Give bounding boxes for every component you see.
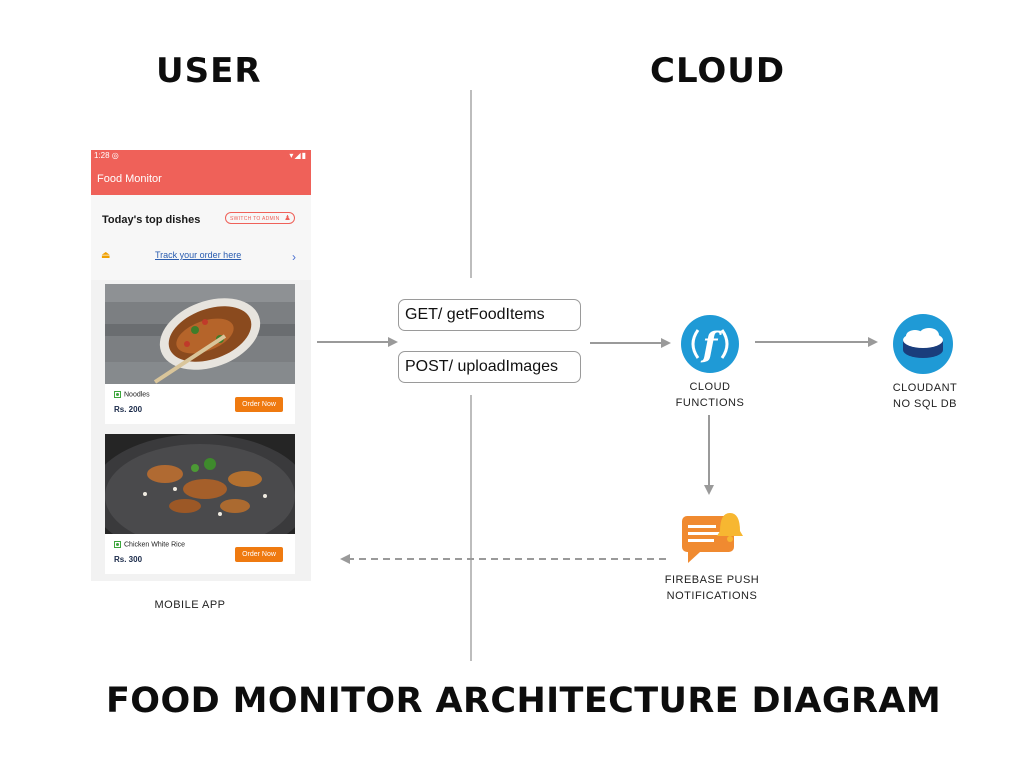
status-time: 1:28 ◎ xyxy=(94,151,119,160)
item-name: Noodles xyxy=(114,391,150,398)
mobile-app-screenshot: 1:28 ◎ ▾◢▮ Food Monitor Today's top dish… xyxy=(91,150,311,581)
cloud-heading: CLOUD xyxy=(650,51,786,91)
admin-icon: ♟ xyxy=(284,215,291,222)
post-method: POST/ xyxy=(405,358,454,375)
noodles-image xyxy=(105,284,295,384)
cloudant-db-icon xyxy=(893,314,953,374)
item-price: Rs. 300 xyxy=(114,555,143,564)
diagram-title: FOOD MONITOR ARCHITECTURE DIAGRAM xyxy=(106,681,942,721)
get-endpoint-box: GET/ getFoodItems xyxy=(398,299,581,331)
app-title: Food Monitor xyxy=(97,173,162,185)
cloud-functions-icon: f xyxy=(680,314,740,374)
divider-top xyxy=(470,90,472,278)
switch-to-admin-button[interactable]: SWITCH TO ADMIN ♟ xyxy=(225,212,295,224)
push-notification-icon xyxy=(680,507,744,565)
app-bar: 1:28 ◎ ▾◢▮ Food Monitor xyxy=(91,150,311,195)
track-order-link[interactable]: Track your order here xyxy=(155,250,242,260)
divider-bottom xyxy=(470,395,472,661)
chicken-rice-image xyxy=(105,434,295,534)
post-endpoint: uploadImages xyxy=(457,358,558,375)
get-method: GET/ xyxy=(405,306,443,323)
item-price: Rs. 200 xyxy=(114,405,143,414)
section-title: Today's top dishes xyxy=(102,214,201,226)
veg-icon xyxy=(114,391,121,398)
top-section xyxy=(91,195,311,280)
status-icons: ▾◢▮ xyxy=(289,151,307,160)
order-now-button[interactable]: Order Now xyxy=(235,397,283,412)
food-card-chicken: Chicken White Rice Rs. 300 Order Now xyxy=(105,434,295,574)
chevron-right-icon[interactable]: › xyxy=(292,250,296,264)
svg-text:f: f xyxy=(701,325,723,365)
mobile-app-label: MOBILE APP xyxy=(154,599,226,611)
veg-icon xyxy=(114,541,121,548)
post-endpoint-box: POST/ uploadImages xyxy=(398,351,581,383)
item-name: Chicken White Rice xyxy=(114,541,185,548)
food-card-noodles: Noodles Rs. 200 Order Now xyxy=(105,284,295,424)
order-now-button[interactable]: Order Now xyxy=(235,547,283,562)
switch-label: SWITCH TO ADMIN xyxy=(230,216,280,222)
get-endpoint: getFoodItems xyxy=(446,306,545,323)
cloche-icon: ⏏ xyxy=(101,250,111,261)
user-heading: USER xyxy=(156,51,262,91)
